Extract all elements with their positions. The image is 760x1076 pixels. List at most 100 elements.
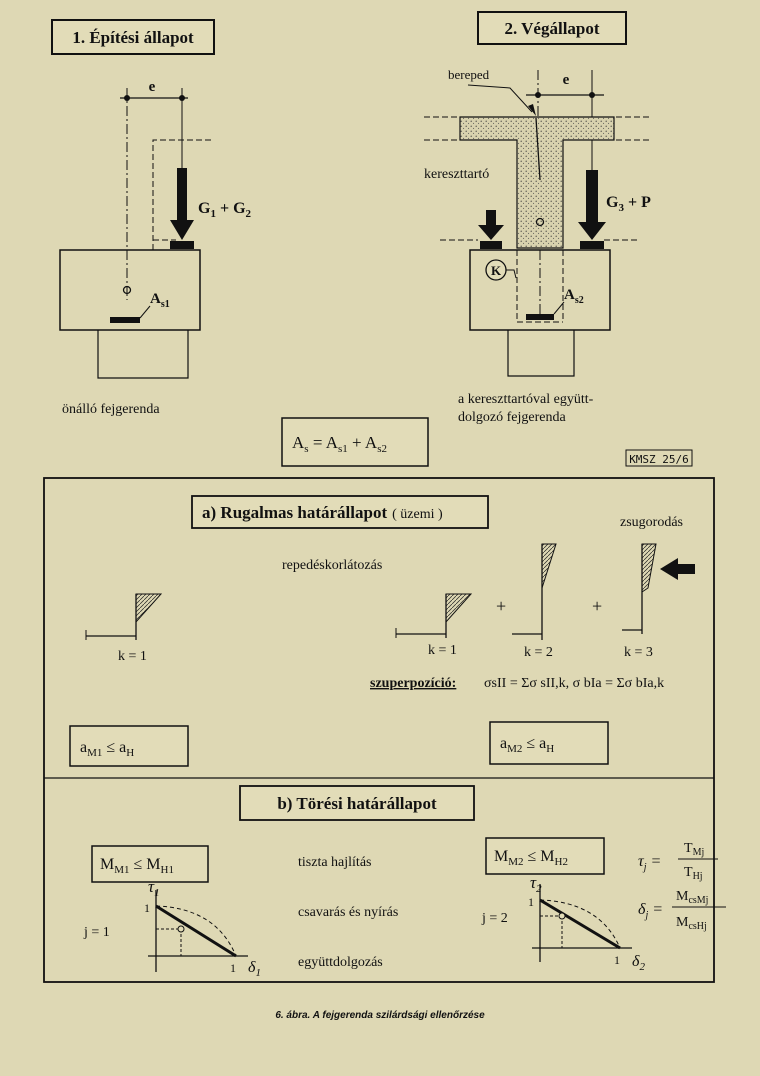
m2-text: MM2 ≤ MH2 — [494, 848, 568, 868]
section-b: b) Törési határállapot MM1 ≤ MH1 MM2 ≤ M… — [83, 785, 726, 979]
tauj-lhs: τj = — [638, 853, 661, 873]
j2-label: j = 2 — [481, 911, 508, 926]
g1-one-x: 1 — [230, 961, 236, 975]
as2-leader — [553, 301, 565, 315]
stage2-title-box — [477, 11, 627, 45]
load-arrow-head-2 — [578, 222, 606, 240]
stage2-group: 2. Végállapot bereped e kereszttartó — [424, 11, 651, 425]
as1-leader — [139, 305, 151, 319]
bereped-leader — [467, 84, 533, 113]
g2-one-y: 1 — [528, 895, 534, 909]
k2-label: k = 2 — [524, 645, 553, 660]
g1-tau: τ1 — [148, 877, 160, 899]
figure-caption: 6. ábra. A fejgerenda szilárdsági ellenő… — [275, 1010, 485, 1021]
m1-box — [91, 845, 209, 883]
plus2: + — [592, 596, 602, 616]
head-beam-1 — [59, 249, 201, 331]
tauj-num: TMj — [684, 841, 704, 858]
g2-curve — [539, 899, 621, 949]
deltaj-den: McsHj — [676, 915, 707, 932]
diag2-stress — [541, 543, 557, 589]
k-leader — [506, 269, 517, 279]
rebar-as2 — [526, 314, 554, 320]
m1-text: MM1 ≤ MH1 — [100, 856, 174, 876]
deltaj-lhs: δj = — [638, 901, 663, 921]
section-a-title: a) Rugalmas határállapot( üzemi ) — [202, 503, 443, 522]
deltaj-num: McsMj — [676, 889, 708, 906]
bereped-arrowhead — [528, 104, 536, 116]
repedes-label: repedéskorlátozás — [282, 558, 382, 573]
crack-line — [535, 117, 541, 181]
shrink-arrow-shaft — [675, 564, 695, 574]
cond2-text: aM2 ≤ aH — [500, 735, 554, 755]
g2-one-x: 1 — [614, 953, 620, 967]
cond1-box — [69, 725, 189, 767]
load-arrow-shaft-2 — [586, 170, 598, 226]
g1-delta: δ1 — [248, 959, 261, 979]
load-arrow-head-1 — [170, 220, 194, 240]
load1-label: G1 + G2 — [198, 200, 252, 220]
diag0-stress — [135, 593, 163, 624]
rebar-as1 — [110, 317, 140, 323]
k1-left-label: k = 1 — [118, 649, 147, 664]
j1-label: j = 1 — [83, 925, 110, 940]
shrink-arrow-head — [660, 558, 678, 580]
kereszttarto-label: kereszttartó — [424, 167, 489, 182]
code-box — [625, 449, 693, 467]
g2-delta: δ2 — [632, 953, 645, 973]
g1-line — [155, 904, 237, 958]
caption2-line2: dolgozó fejgerenda — [458, 410, 566, 425]
formula-box — [281, 417, 429, 467]
caption2-line1: a kereszttartóval együtt- — [458, 392, 594, 407]
egyutt-label: együttdolgozás — [298, 955, 383, 970]
column-2 — [507, 330, 575, 377]
formula-text: As = As1 + As2 — [292, 433, 387, 455]
kt-arrow-head — [478, 225, 504, 240]
load-arrow-shaft-1 — [177, 168, 187, 224]
k3-label: k = 3 — [624, 645, 653, 660]
m2-box — [485, 837, 605, 875]
bearing-plate-1 — [170, 241, 194, 249]
superpos-label: szuperpozíció: — [370, 676, 456, 691]
centroid-1 — [122, 285, 132, 295]
e-label: e — [149, 79, 156, 95]
k-circle-label: K — [491, 263, 502, 278]
centroid-crossbeam — [535, 217, 545, 227]
code-label: KMSZ 25/6 — [629, 453, 689, 466]
bereped-label: bereped — [448, 67, 490, 82]
bearing-plate-2 — [580, 241, 604, 249]
plus1: + — [496, 596, 506, 616]
kt-bearing — [480, 241, 502, 249]
crossbeam-t — [459, 116, 615, 249]
section-a: a) Rugalmas határállapot( üzemi ) zsugor… — [69, 495, 695, 767]
cond2-box — [489, 721, 609, 765]
as2-label: As2 — [564, 287, 584, 306]
g2-tau: τ2 — [530, 873, 542, 895]
tauj-den: THj — [684, 865, 703, 882]
g1-curve — [155, 905, 237, 957]
section-a-title-box — [191, 495, 489, 529]
section-b-title: b) Törési határállapot — [277, 794, 437, 813]
diag3-stress — [641, 543, 657, 593]
diag1-stress — [445, 593, 473, 624]
stage1-title: 1. Építési állapot — [72, 28, 194, 47]
g2-line — [539, 898, 621, 950]
column-1 — [97, 330, 189, 379]
cond1-text: aM1 ≤ aH — [80, 739, 134, 759]
kt-arrow-shaft — [486, 210, 496, 228]
e2-label: e — [563, 72, 570, 88]
dashed-outline-1 — [152, 139, 212, 250]
section-b-title-box — [239, 785, 475, 821]
load2-label: G3 + P — [606, 194, 651, 214]
stage1-title-box — [51, 19, 215, 55]
stage2-title: 2. Végállapot — [504, 19, 599, 38]
k1-label: k = 1 — [428, 643, 457, 658]
superpos-formula: σsII = Σσ sII,k, σ bIa = Σσ bIa,k — [484, 676, 664, 691]
csavaras-label: csavarás és nyírás — [298, 905, 398, 920]
lower-frame — [43, 477, 715, 983]
as1-label: As1 — [150, 291, 170, 310]
g2-point — [558, 912, 566, 920]
tiszta-label: tiszta hajlítás — [298, 855, 371, 870]
caption1: önálló fejgerenda — [62, 402, 160, 417]
